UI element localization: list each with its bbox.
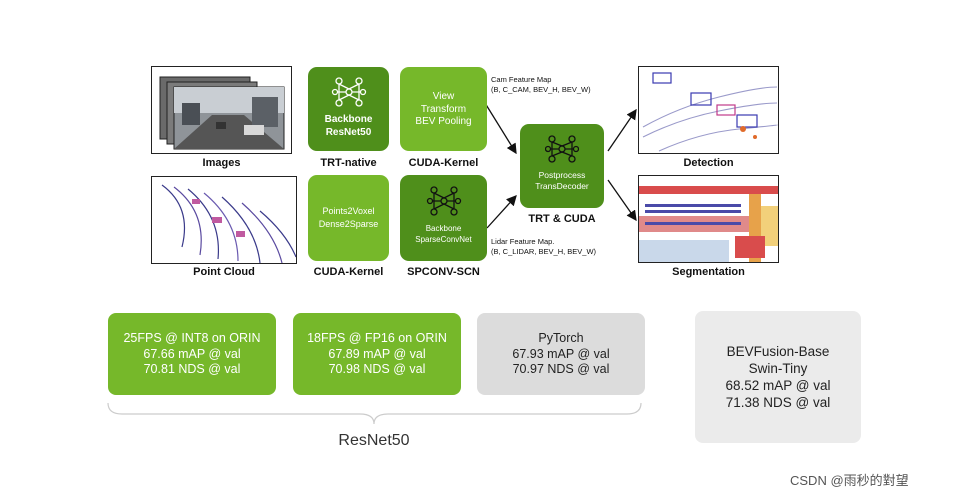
result-pytorch-line2: 67.93 mAP @ val [512, 346, 610, 361]
resnet-group-label: ResNet50 [338, 432, 410, 449]
result-int8: 25FPS @ INT8 on ORIN 67.66 mAP @ val 70.… [108, 313, 276, 395]
result-int8-line3: 70.81 NDS @ val [143, 362, 241, 376]
baseline-bevfusion: BEVFusion-Base Swin-Tiny 68.52 mAP @ val… [695, 311, 861, 443]
cam-feature-title: Cam Feature Map [491, 75, 552, 84]
arrow-lidar-to-fuse [486, 195, 517, 229]
sparseconv-line2: SparseConvNet [415, 235, 472, 244]
baseline-line1: BEVFusion-Base [726, 344, 830, 359]
images-label: Images [202, 157, 241, 169]
backbone-resnet-node: Backbone ResNet50 [308, 67, 389, 151]
baseline-line3: 68.52 mAP @ val [725, 378, 831, 393]
arrow-to-segmentation [607, 179, 637, 222]
view-transform-line3: BEV Pooling [415, 116, 472, 127]
lidar-pointcloud-graphic [161, 184, 296, 263]
pointcloud-thumbnail [151, 176, 297, 264]
result-int8-line1: 25FPS @ INT8 on ORIN [123, 331, 261, 345]
baseline-line4: 71.38 NDS @ val [725, 395, 831, 410]
view-transform-node: View Transform BEV Pooling [400, 67, 487, 151]
backbone-resnet-line1: Backbone [324, 114, 373, 125]
detection-label: Detection [683, 157, 734, 169]
backbone-resnet-line2: ResNet50 [325, 126, 372, 138]
view-transform-line1: View [432, 91, 455, 102]
result-fp16-line1: 18FPS @ FP16 on ORIN [307, 331, 447, 345]
cam-feature-note: Cam Feature Map (B, C_CAM, BEV_H, BEV_W) [491, 75, 591, 95]
postprocess-caption: TRT & CUDA [528, 213, 596, 225]
images-thumbnail [151, 66, 292, 154]
postprocess-line2: TransDecoder [535, 181, 589, 191]
result-pytorch: PyTorch 67.93 mAP @ val 70.97 NDS @ val [477, 313, 645, 395]
sparseconv-line1: Backbone [425, 224, 462, 233]
points2voxel-line1: Points2Voxel [322, 206, 375, 216]
neural-net-icon [544, 135, 580, 163]
view-transform-caption: CUDA-Kernel [408, 157, 479, 169]
baseline-line2: Swin-Tiny [748, 361, 808, 376]
neural-net-icon [426, 186, 461, 216]
arrow-to-detection [607, 108, 637, 152]
result-fp16: 18FPS @ FP16 on ORIN 67.89 mAP @ val 70.… [293, 313, 461, 395]
sparseconv-node: Backbone SparseConvNet [400, 175, 487, 261]
camera-images-graphic [159, 76, 285, 150]
detection-thumbnail [638, 66, 779, 154]
points2voxel-line2: Dense2Sparse [318, 218, 379, 229]
lidar-feature-shape: (B, C_LIDAR, BEV_H, BEV_W) [491, 247, 597, 256]
resnet-brace [107, 402, 642, 425]
result-pytorch-line3: 70.97 NDS @ val [512, 362, 610, 376]
postprocess-node: Postprocess TransDecoder [520, 124, 604, 208]
sparseconv-caption: SPCONV-SCN [407, 266, 480, 278]
watermark: CSDN @雨秒的對望 [790, 473, 909, 488]
view-transform-line2: Transform [420, 103, 467, 115]
arrow-cam-to-fuse [484, 102, 517, 155]
segmentation-graphic [639, 176, 778, 262]
lidar-feature-note: Lidar Feature Map. (B, C_LIDAR, BEV_H, B… [491, 237, 596, 257]
backbone-resnet-caption: TRT-native [320, 157, 377, 169]
result-fp16-line2: 67.89 mAP @ val [328, 346, 426, 361]
lidar-feature-title: Lidar Feature Map. [491, 237, 555, 246]
points2voxel-node: Points2Voxel Dense2Sparse [308, 175, 389, 261]
segmentation-label: Segmentation [672, 266, 745, 278]
cam-feature-shape: (B, C_CAM, BEV_H, BEV_W) [491, 85, 591, 94]
neural-net-icon [331, 77, 366, 107]
detection-graphic [642, 72, 778, 152]
result-int8-line2: 67.66 mAP @ val [143, 346, 241, 361]
result-fp16-line3: 70.98 NDS @ val [328, 362, 426, 376]
segmentation-thumbnail [638, 175, 779, 263]
pointcloud-label: Point Cloud [193, 266, 255, 278]
points2voxel-caption: CUDA-Kernel [313, 266, 384, 278]
result-pytorch-line1: PyTorch [538, 331, 584, 345]
postprocess-line1: Postprocess [538, 170, 586, 180]
